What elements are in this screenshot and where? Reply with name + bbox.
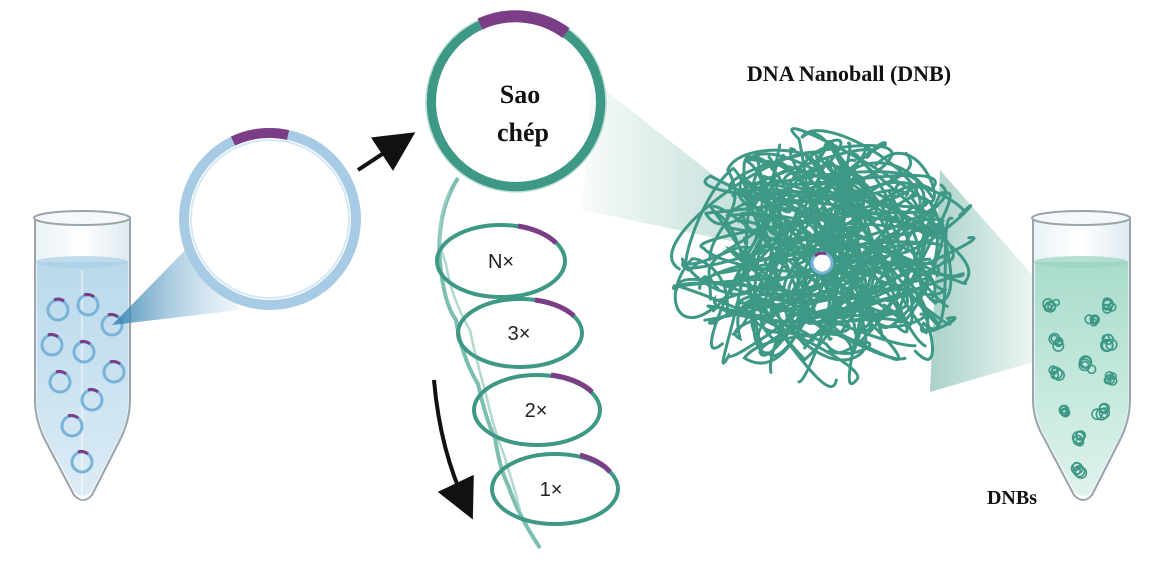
mini-dnb-icon xyxy=(1048,332,1065,352)
mini-dnb-icon xyxy=(1071,430,1087,447)
nanoball-strand xyxy=(757,236,976,350)
circular-dna-template xyxy=(179,127,361,310)
replication-label-line2: chép xyxy=(497,118,549,147)
nanoball-strand xyxy=(681,183,947,270)
copy-3: 3× xyxy=(456,297,584,369)
nanoball-strand xyxy=(684,166,899,302)
dna-nanoball: DNA Nanoball (DNB) xyxy=(670,61,976,389)
copy-label-3: 3× xyxy=(508,323,531,345)
copy-2: 2× xyxy=(472,372,602,447)
copy-label-2: 2× xyxy=(525,400,548,422)
mini-dnb-icon xyxy=(1078,355,1097,375)
mini-dnb-icon xyxy=(1101,297,1117,314)
replication-circle: Sao chép xyxy=(425,10,607,193)
nanoball-strand xyxy=(708,192,932,325)
zoom-beam-right xyxy=(930,170,1050,392)
nanoball-strand xyxy=(673,257,815,342)
direction-arrow xyxy=(432,379,474,520)
nanoball-strand xyxy=(755,153,926,336)
mini-dnb-icon xyxy=(1042,298,1061,313)
copy-label-n: N× xyxy=(488,251,514,273)
left-tube-adapters xyxy=(47,292,122,456)
mini-dnb-icon xyxy=(1070,461,1088,479)
nanoball-core-circle xyxy=(810,251,834,275)
nanoball-title: DNA Nanoball (DNB) xyxy=(747,61,951,86)
mini-dnb-icon xyxy=(1048,365,1065,381)
copy-1: 1× xyxy=(490,452,620,526)
nanoball-strand xyxy=(743,245,888,337)
nanoball-strand xyxy=(759,206,884,346)
mini-dnb-icon xyxy=(1084,314,1101,327)
replication-label-line1: Sao xyxy=(500,80,540,109)
tube-right: DNBs xyxy=(987,210,1131,509)
nanoball-strands xyxy=(670,127,976,389)
copy-n: N× xyxy=(435,223,567,299)
dnbs-label: DNBs xyxy=(987,487,1037,509)
mini-dnb-icon xyxy=(1099,333,1118,353)
replicated-copies: N× 3× 2× 1× xyxy=(435,223,620,526)
tube-left xyxy=(33,210,131,501)
rolling-circle-strand xyxy=(437,176,542,550)
nanoball-strand xyxy=(737,152,955,297)
nanoball-strand xyxy=(743,182,941,384)
copy-label-1: 1× xyxy=(540,479,563,501)
process-arrow xyxy=(356,132,416,172)
mini-dnb-icon xyxy=(1058,404,1071,418)
right-tube-dnbs xyxy=(1042,297,1118,479)
mini-dnb-icon xyxy=(1103,371,1118,386)
mini-dnb-icon xyxy=(1091,402,1111,421)
